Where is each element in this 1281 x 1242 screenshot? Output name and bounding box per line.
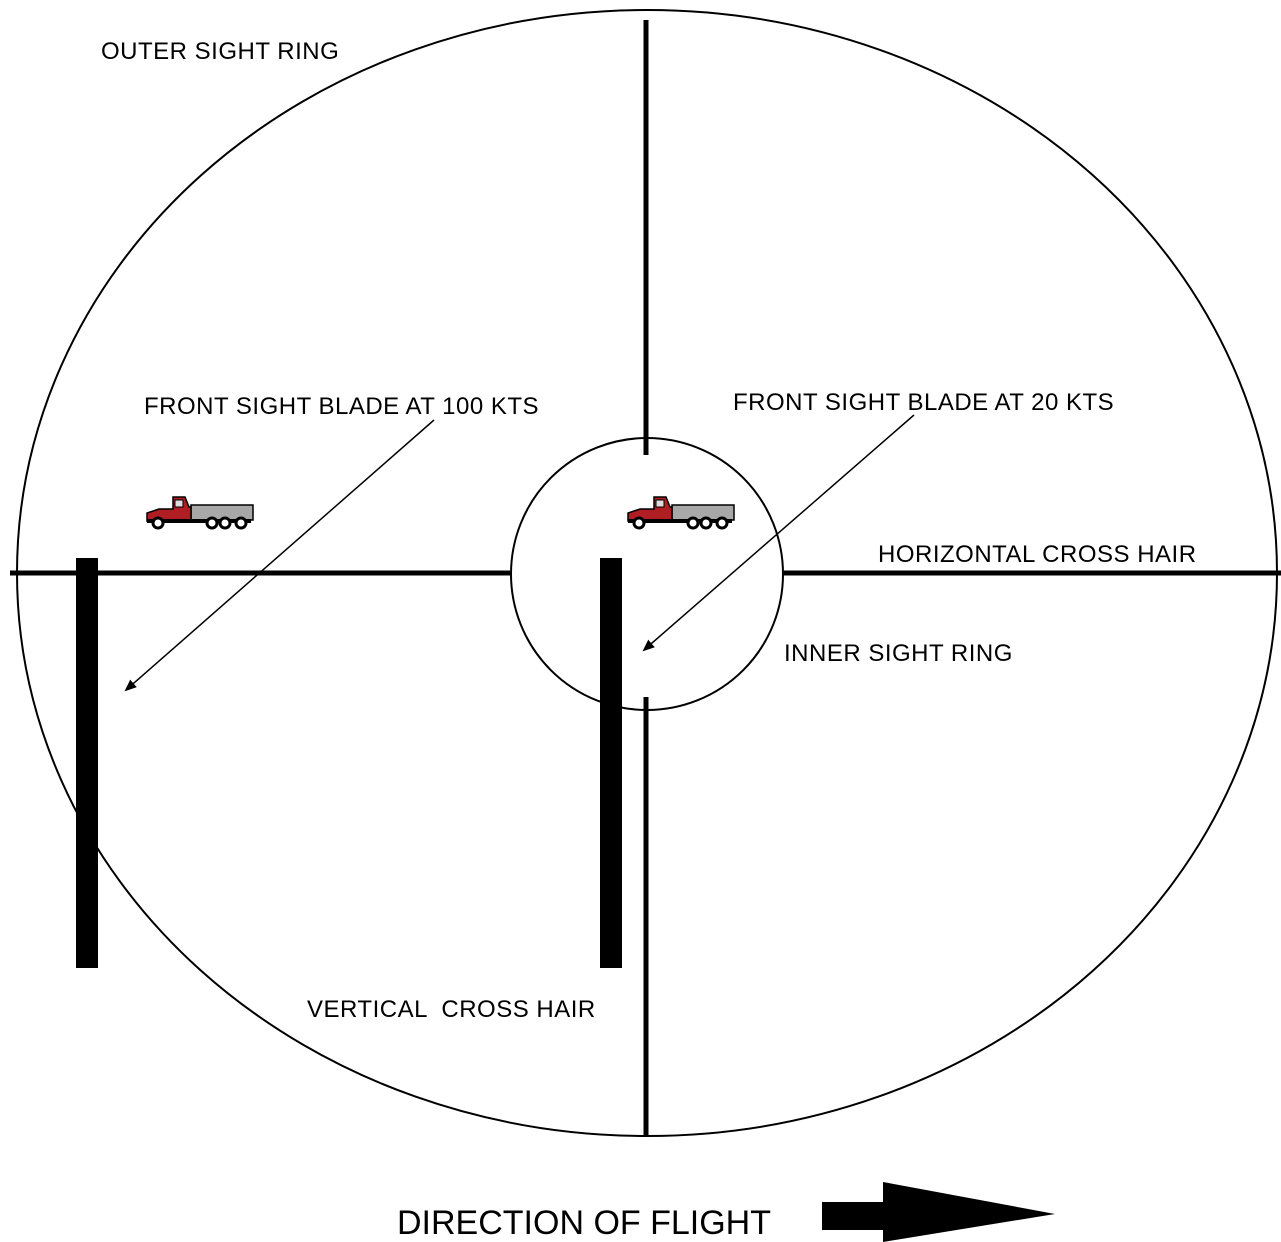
front-blade-20-kts-label: FRONT SIGHT BLADE AT 20 KTS: [733, 389, 1114, 416]
leader-arrow-100-kts: [126, 420, 434, 690]
right-arrow-icon: [822, 1182, 1055, 1242]
front-sight-blade-20-kts: [600, 558, 622, 968]
inner-sight-ring-label: INNER SIGHT RING: [784, 640, 1013, 667]
truck-icon: [628, 497, 734, 528]
front-sight-blade-100-kts: [76, 558, 98, 968]
direction-of-flight-label: DIRECTION OF FLIGHT: [397, 1204, 771, 1242]
truck-icon: [147, 497, 253, 528]
horizontal-cross-hair-label: HORIZONTAL CROSS HAIR: [878, 541, 1197, 568]
inner-sight-ring: [511, 438, 783, 710]
leader-arrow-20-kts: [644, 415, 914, 650]
outer-sight-ring-label: OUTER SIGHT RING: [101, 38, 339, 65]
vertical-cross-hair-label: VERTICAL CROSS HAIR: [307, 996, 596, 1023]
front-blade-100-kts-label: FRONT SIGHT BLADE AT 100 KTS: [144, 393, 539, 420]
